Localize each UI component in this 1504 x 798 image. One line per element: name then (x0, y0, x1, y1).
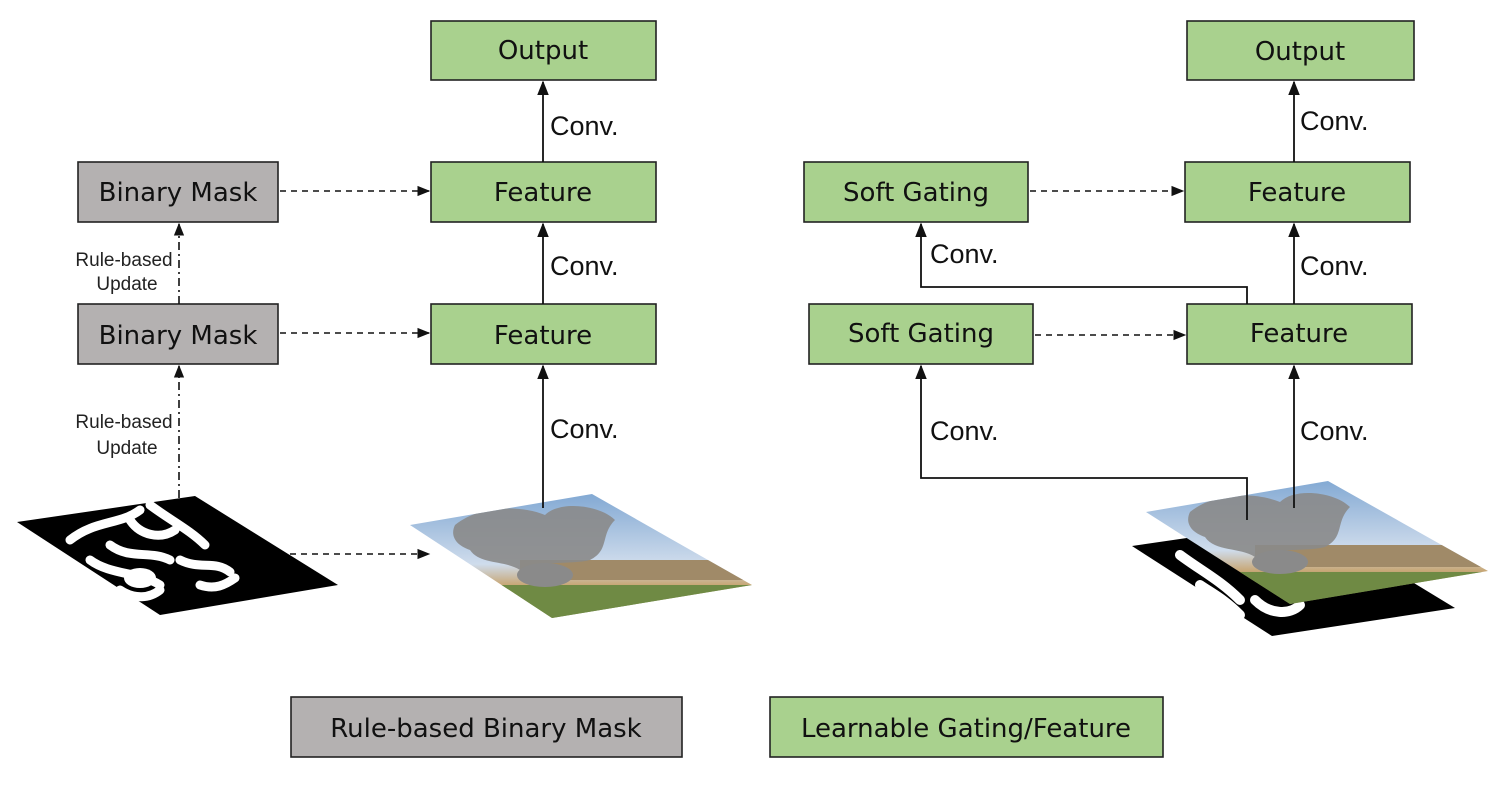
right-gating-conv-label-bottom: Conv. (930, 416, 999, 446)
right-gating-top-box (803, 161, 1029, 223)
right-feature-top-box (1184, 161, 1411, 223)
right-output-box (1186, 20, 1415, 81)
legend-green-label: Learnable Gating/Feature (801, 714, 1131, 744)
right-feature-top-label: Feature (1248, 178, 1346, 208)
right-conv-label-top: Conv. (1300, 106, 1369, 136)
right-gating-top-label: Soft Gating (843, 178, 989, 208)
left-output-label: Output (498, 36, 588, 66)
right-diagram: Output Feature Feature Soft Gating Soft … (803, 20, 1488, 636)
legend-gray-box (290, 696, 683, 758)
right-gating-conv-arrow-top (915, 222, 1248, 304)
left-mask-top-label: Binary Mask (99, 178, 258, 208)
left-conv-label-mid: Conv. (550, 251, 619, 281)
left-mask-bottom-box (77, 303, 279, 365)
left-mask-top-box (77, 161, 279, 223)
left-feature-top-label: Feature (494, 178, 592, 208)
binary-mask-image (17, 496, 338, 615)
left-feature-bottom-label: Feature (494, 321, 592, 351)
right-output-label: Output (1255, 37, 1345, 67)
left-conv-label-bottom: Conv. (550, 414, 619, 444)
legend: Rule-based Binary Mask Learnable Gating/… (290, 696, 1164, 758)
left-update-label-top-1: Rule-based (75, 250, 172, 271)
left-mask-bottom-label: Binary Mask (99, 321, 258, 351)
left-update-label-bottom-1: Rule-based (75, 412, 172, 433)
right-gating-conv-arrow-bottom (915, 364, 1248, 520)
right-gating-bottom-box (808, 303, 1034, 365)
legend-green-box (769, 696, 1164, 758)
right-gating-bottom-label: Soft Gating (848, 319, 994, 349)
right-conv-label-mid: Conv. (1300, 251, 1369, 281)
left-feature-bottom-box (430, 303, 657, 365)
left-feature-top-box (430, 161, 657, 223)
left-update-label-top-2: Update (96, 274, 157, 295)
legend-gray-label: Rule-based Binary Mask (330, 714, 642, 744)
right-feature-bottom-label: Feature (1250, 319, 1348, 349)
left-output-box (430, 20, 657, 81)
left-conv-label-top: Conv. (550, 111, 619, 141)
left-diagram: Output Feature Feature Binary Mask Binar… (17, 20, 752, 618)
right-conv-label-bottom: Conv. (1300, 416, 1369, 446)
right-gating-conv-label-top: Conv. (930, 239, 999, 269)
right-feature-bottom-box (1186, 303, 1413, 365)
corrupted-image (410, 494, 752, 618)
left-update-label-bottom-2: Update (96, 438, 157, 459)
